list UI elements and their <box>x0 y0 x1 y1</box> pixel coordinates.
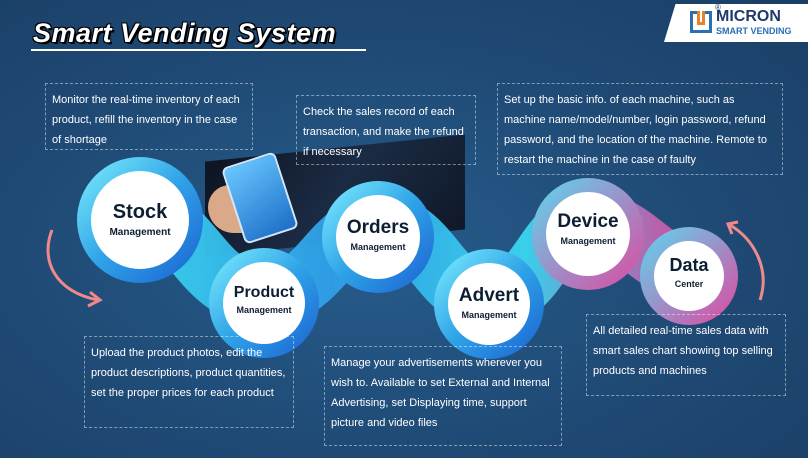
page-title: Smart Vending System <box>33 18 337 48</box>
node-stock-management: Stock Management <box>91 171 189 269</box>
logo-tagline: SMART VENDING <box>716 26 792 36</box>
description-stock: Monitor the real-time inventory of each … <box>45 83 253 150</box>
cycle-arrow-left-head <box>87 290 103 308</box>
node-data-center: Data Center <box>654 241 724 311</box>
description-advert: Manage your advertisements wherever you … <box>324 346 562 446</box>
node-advert-management: Advert Management <box>448 263 530 345</box>
node-subtitle: Management <box>236 305 292 315</box>
cycle-arrow-right <box>729 223 765 301</box>
title-underline <box>31 49 366 51</box>
node-title: Advert <box>458 285 520 306</box>
node-subtitle: Center <box>674 279 704 289</box>
cycle-arrow-right-head <box>725 220 739 235</box>
logo-registered-mark: ® <box>715 3 721 12</box>
description-data: All detailed real-time sales data with s… <box>586 314 786 396</box>
node-device-management: Device Management <box>546 192 630 276</box>
description-product: Upload the product photos, edit the prod… <box>84 336 294 428</box>
description-device: Set up the basic info. of each machine, … <box>497 83 783 175</box>
cycle-arrow-left <box>46 229 99 302</box>
node-subtitle: Management <box>461 310 517 320</box>
logo-panel <box>664 4 808 42</box>
node-title: Stock <box>112 201 168 223</box>
node-orders-management: Orders Management <box>336 195 420 279</box>
node-subtitle: Management <box>560 236 616 246</box>
node-title: Device <box>557 211 619 232</box>
node-title: Data <box>669 255 709 275</box>
description-orders: Check the sales record of each transacti… <box>296 95 476 165</box>
node-product-management: Product Management <box>223 262 305 344</box>
node-subtitle: Management <box>109 227 171 238</box>
logo-name: MICRON <box>716 8 781 25</box>
micron-logo-icon <box>690 11 712 33</box>
node-title: Product <box>233 284 295 301</box>
node-title: Orders <box>346 217 410 238</box>
node-subtitle: Management <box>350 242 406 252</box>
